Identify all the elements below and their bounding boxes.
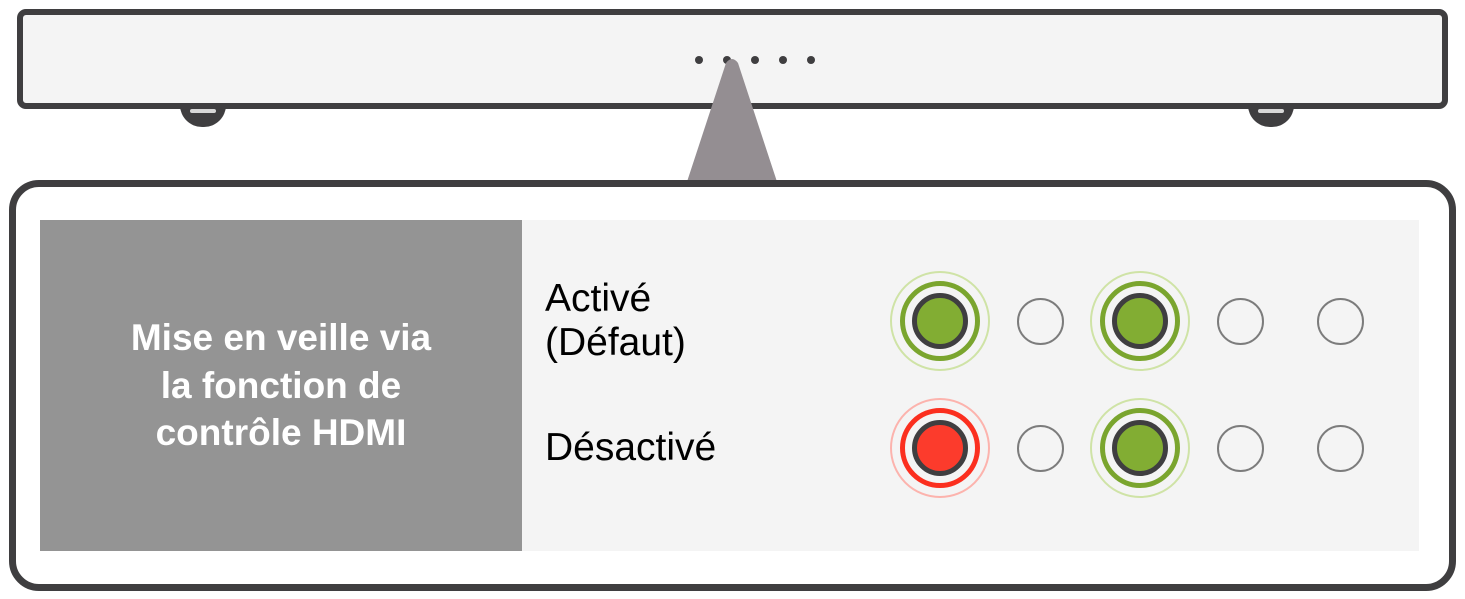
led-indicator-off[interactable] [990, 271, 1090, 371]
indicator-dot [695, 56, 703, 64]
led-glow-inner [900, 408, 980, 488]
led-core [1316, 424, 1364, 472]
led-indicator-off[interactable] [1190, 271, 1290, 371]
led-group [890, 383, 1385, 513]
led-indicator-off[interactable] [1290, 271, 1390, 371]
led-indicator-on-red[interactable] [890, 398, 990, 498]
led-core [1016, 424, 1064, 472]
soundbar-foot-left [180, 105, 226, 127]
led-glow-outer [890, 398, 990, 498]
soundbar-indicator-dots [695, 53, 815, 67]
led-rows-area: Activé (Défaut) [522, 220, 1419, 551]
led-indicator-on-green[interactable] [1090, 271, 1190, 371]
led-glow-outer [1090, 271, 1190, 371]
led-indicator-off[interactable] [1190, 398, 1290, 498]
setting-label-block: Mise en veille via la fonction de contrô… [40, 220, 522, 551]
led-core [1316, 297, 1364, 345]
led-indicator-off[interactable] [1290, 398, 1390, 498]
led-indicator-on-green[interactable] [890, 271, 990, 371]
led-glow-outer [1090, 398, 1190, 498]
indicator-dot [723, 56, 731, 64]
led-group [890, 256, 1385, 386]
settings-panel-inner: Mise en veille via la fonction de contrô… [40, 220, 1419, 551]
indicator-dot [779, 56, 787, 64]
led-row: Activé (Défaut) [522, 256, 1419, 386]
led-core [1016, 297, 1064, 345]
soundbar-foot-right [1248, 105, 1294, 127]
indicator-dot [751, 56, 759, 64]
led-core [1216, 424, 1264, 472]
led-row-label: Activé (Défaut) [545, 277, 686, 364]
setting-title: Mise en veille via la fonction de contrô… [130, 317, 432, 454]
callout-beam [681, 59, 783, 200]
led-glow-inner [1100, 281, 1180, 361]
led-core [1216, 297, 1264, 345]
led-glow-inner [1100, 408, 1180, 488]
indicator-dot [807, 56, 815, 64]
led-indicator-off[interactable] [990, 398, 1090, 498]
led-row: Désactivé [522, 383, 1419, 513]
led-glow-inner [900, 281, 980, 361]
settings-panel: Mise en veille via la fonction de contrô… [9, 180, 1456, 591]
led-indicator-on-green[interactable] [1090, 398, 1190, 498]
led-row-label: Désactivé [545, 426, 717, 470]
led-glow-outer [890, 271, 990, 371]
